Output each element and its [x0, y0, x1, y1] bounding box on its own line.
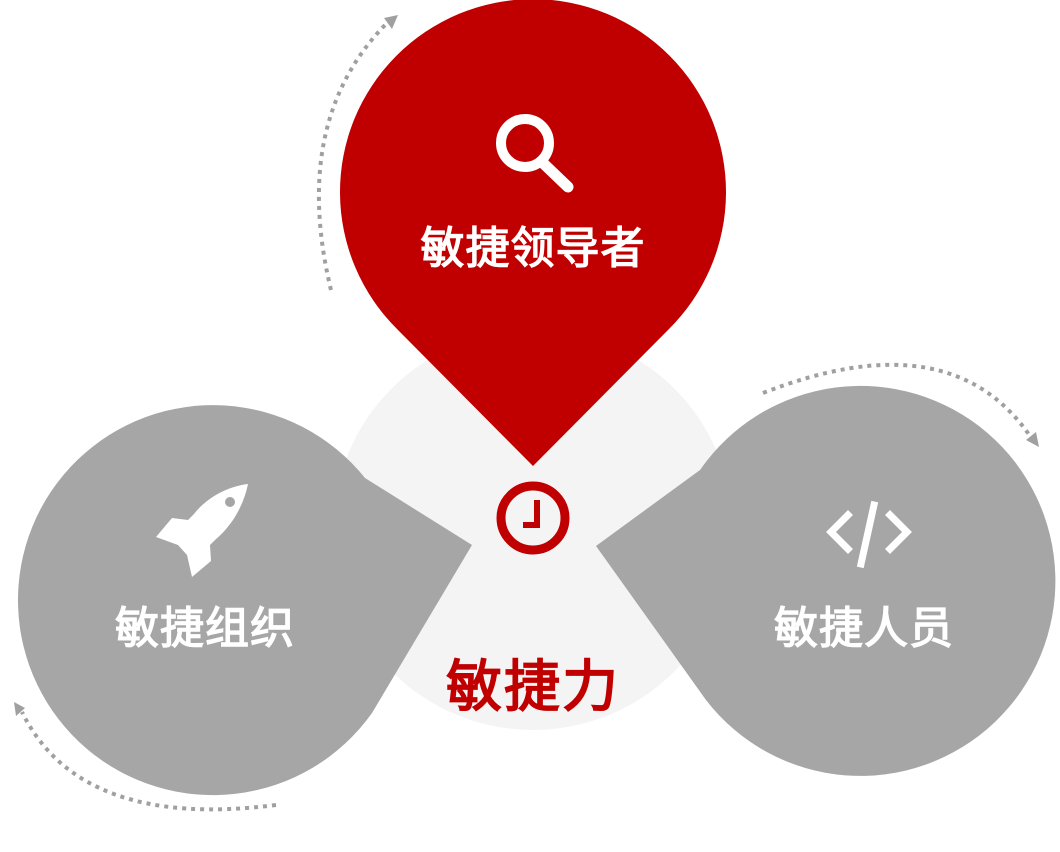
arrow-arc-right: [762, 362, 1032, 438]
arrowhead-bottom-left-icon: [14, 702, 25, 716]
search-icon: [496, 114, 574, 193]
arrow-arc-bottom-left: [20, 711, 277, 812]
arrow-arc-top-left: [316, 20, 390, 291]
node-left-drop: [17, 405, 473, 796]
node-right-drop: [596, 385, 1056, 776]
rocket-icon: [156, 484, 248, 577]
arrowhead-top-left-icon: [384, 15, 398, 29]
clock-icon: [496, 481, 570, 555]
node-top-label: 敏捷领导者: [420, 223, 646, 274]
node-left-label: 敏捷组织: [115, 603, 295, 654]
arrowheads: [14, 15, 1039, 716]
arrowhead-right-icon: [1026, 432, 1039, 447]
center-label: 敏捷力: [446, 655, 620, 720]
code-icon: [826, 500, 912, 569]
cycle-arrows: [20, 20, 1032, 812]
node-top-drop: [340, 0, 726, 466]
node-right-label: 敏捷人员: [774, 603, 954, 654]
